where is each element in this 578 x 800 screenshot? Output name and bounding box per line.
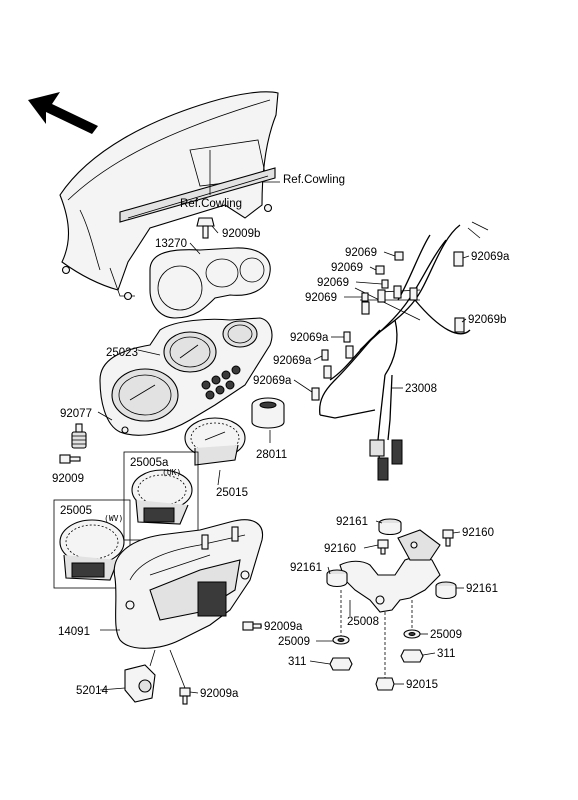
washer-25009-right	[403, 629, 421, 639]
label-92160-1: 92160	[324, 543, 356, 555]
label-92161-1: 92161	[336, 516, 368, 528]
label-25009-1: 25009	[278, 636, 310, 648]
screw-92009a-lower	[179, 687, 191, 705]
leader-92077	[97, 411, 113, 421]
label-92009a-1: 92009a	[264, 621, 303, 633]
label-92077: 92077	[60, 408, 92, 420]
label-23008: 23008	[405, 383, 437, 395]
gasket-13270	[149, 247, 271, 319]
label-25005a-note: (UK)	[162, 468, 181, 477]
gauge-25015	[184, 417, 246, 466]
washer-25009-left	[332, 635, 350, 645]
meter-25005a	[123, 451, 199, 541]
label-13270: 13270	[155, 238, 187, 250]
bracket-25008	[339, 529, 441, 613]
screw-92009b	[196, 217, 215, 239]
leader-25015	[217, 469, 221, 486]
upper-cowling	[59, 91, 279, 301]
nut-311-left	[329, 657, 353, 671]
lower-case-14091	[113, 519, 264, 649]
leader-25023	[137, 349, 161, 356]
label-25005a: 25005a	[130, 457, 169, 469]
label-25008: 25008	[347, 616, 379, 628]
grommet-92161-top	[378, 518, 402, 536]
label-28011: 28011	[256, 449, 287, 461]
label-92069a-1: 92069a	[290, 332, 329, 344]
label-25009-2: 25009	[430, 629, 462, 641]
label-92161-3: 92161	[466, 583, 498, 595]
label-311-2: 311	[437, 648, 455, 660]
label-14091: 14091	[58, 626, 90, 638]
label-92160-2: 92160	[462, 527, 494, 539]
label-52014: 52014	[76, 685, 109, 697]
label-ref-cowling-2: Ref.Cowling	[180, 198, 242, 210]
label-92069-1: 92069	[345, 247, 377, 259]
label-92069-3: 92069	[317, 277, 349, 289]
direction-arrow-icon	[28, 92, 98, 134]
gear-92077	[71, 423, 87, 449]
socket-28011	[251, 397, 285, 429]
label-92069-2: 92069	[331, 262, 363, 274]
label-92009: 92009	[52, 473, 84, 485]
label-92069-4: 92069	[305, 292, 337, 304]
bolt-92160-right	[442, 529, 454, 547]
grommet-92161-left	[326, 569, 348, 588]
label-25015: 25015	[216, 487, 248, 499]
meter-25005	[53, 499, 131, 589]
label-92069a-right: 92069a	[471, 251, 510, 263]
nut-311-right	[400, 649, 424, 663]
label-25005: 25005	[60, 505, 92, 517]
label-ref-cowling-1: Ref.Cowling	[283, 174, 345, 186]
meter-assembly-25023	[99, 317, 273, 436]
grommet-92161-right	[435, 581, 457, 600]
screw-92009a-upper	[242, 621, 262, 631]
label-92069a-2: 92069a	[273, 355, 312, 367]
label-92009b: 92009b	[222, 228, 260, 240]
label-92069b: 92069b	[468, 314, 506, 326]
label-92009a-2: 92009a	[200, 688, 239, 700]
label-92069a-3: 92069a	[253, 375, 292, 387]
label-92015: 92015	[406, 679, 438, 691]
leader-lines	[99, 225, 470, 694]
harness-23008	[311, 221, 489, 481]
leader-92009a	[169, 649, 186, 689]
bolt-92160-left	[377, 539, 389, 555]
screw-92009	[59, 454, 81, 464]
label-25005-note: (WV)	[104, 514, 123, 523]
label-25023: 25023	[106, 347, 138, 359]
bolt-92015	[375, 612, 395, 691]
label-311-1: 311	[288, 656, 306, 668]
switch-52014	[124, 649, 156, 703]
label-92161-2: 92161	[290, 562, 322, 574]
